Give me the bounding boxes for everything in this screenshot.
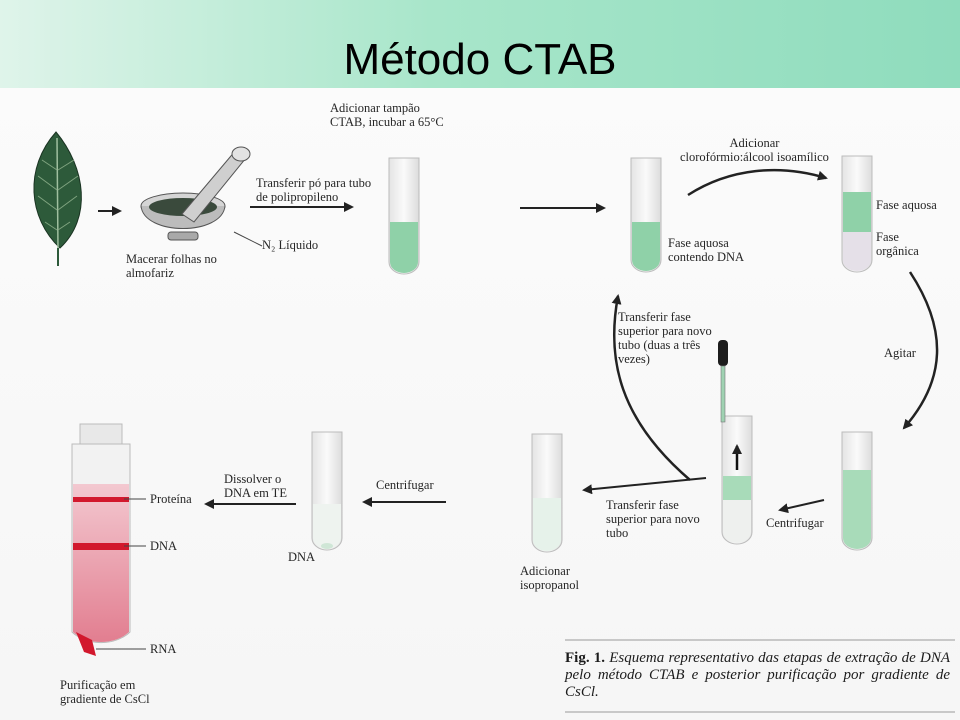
n2-pointer-line	[233, 231, 263, 247]
label-rna: RNA	[150, 642, 177, 656]
label-n2: N₂ Líquido	[262, 238, 319, 252]
tube-ctab	[388, 157, 420, 275]
arrow-transfer-up	[611, 294, 691, 481]
label-transferir-fase-up: Transferir fase superior para novo tubo …	[618, 310, 712, 366]
label-adicionar-cloroformio: Adicionar clorofórmio:álcool isoamílico	[680, 136, 829, 164]
slide-title: Método CTAB	[343, 35, 617, 84]
caption-fig-number: Fig. 1.	[565, 650, 606, 666]
arrow-add-chloroform	[687, 168, 828, 197]
label-dna-pellet: DNA	[288, 550, 316, 564]
ctab-diagram	[0, 88, 960, 720]
tube-dna-pellet	[311, 431, 343, 551]
arrow-centrifuge-right	[778, 499, 825, 514]
label-macerar: Macerar folhas no almofariz	[126, 252, 217, 280]
tube-cscl-gradient	[71, 423, 131, 656]
label-transferir-po: Transferir pó para tubo de polipropileno	[256, 176, 372, 204]
label-purificacao: Purificação em gradiente de CsCl	[60, 678, 150, 706]
label-fase-aquosa-dna: Fase aquosa contendo DNA	[668, 236, 745, 264]
mortar-pestle-icon	[140, 146, 251, 241]
label-adicionar-ctab: Adicionar tampão CTAB, incubar a 65°C	[330, 101, 444, 129]
label-dissolver: Dissolver o DNA em TE	[224, 472, 287, 500]
tube-centrifuged	[841, 431, 873, 551]
arrow-agitate	[902, 271, 939, 430]
tube-aqueous-dna	[630, 157, 662, 273]
label-centrifugar-left: Centrifugar	[376, 478, 434, 492]
label-dna-band: DNA	[150, 539, 178, 553]
figure-caption: Fig. 1. Esquema representativo das etapa…	[565, 650, 950, 701]
label-adicionar-isopropanol: Adicionar isopropanol	[520, 564, 580, 592]
arrow-transfer-down	[582, 477, 707, 495]
label-transferir-fase-down: Transferir fase superior para novo tubo	[606, 498, 700, 540]
label-centrifugar-right: Centrifugar	[766, 516, 824, 530]
tube-isopropanol	[531, 433, 563, 553]
caption-text: Esquema representativo das etapas de ext…	[565, 650, 950, 700]
label-fase-organica: Fase orgânica	[876, 230, 919, 258]
title-bar: Método CTAB	[0, 0, 960, 88]
tube-with-pipette	[721, 415, 753, 545]
label-fase-aquosa: Fase aquosa	[876, 198, 937, 212]
leaf-icon	[33, 131, 82, 266]
tube-two-phases	[841, 155, 873, 273]
label-proteina: Proteína	[150, 492, 192, 506]
pipette-icon	[718, 340, 728, 423]
label-agitar: Agitar	[884, 346, 916, 360]
